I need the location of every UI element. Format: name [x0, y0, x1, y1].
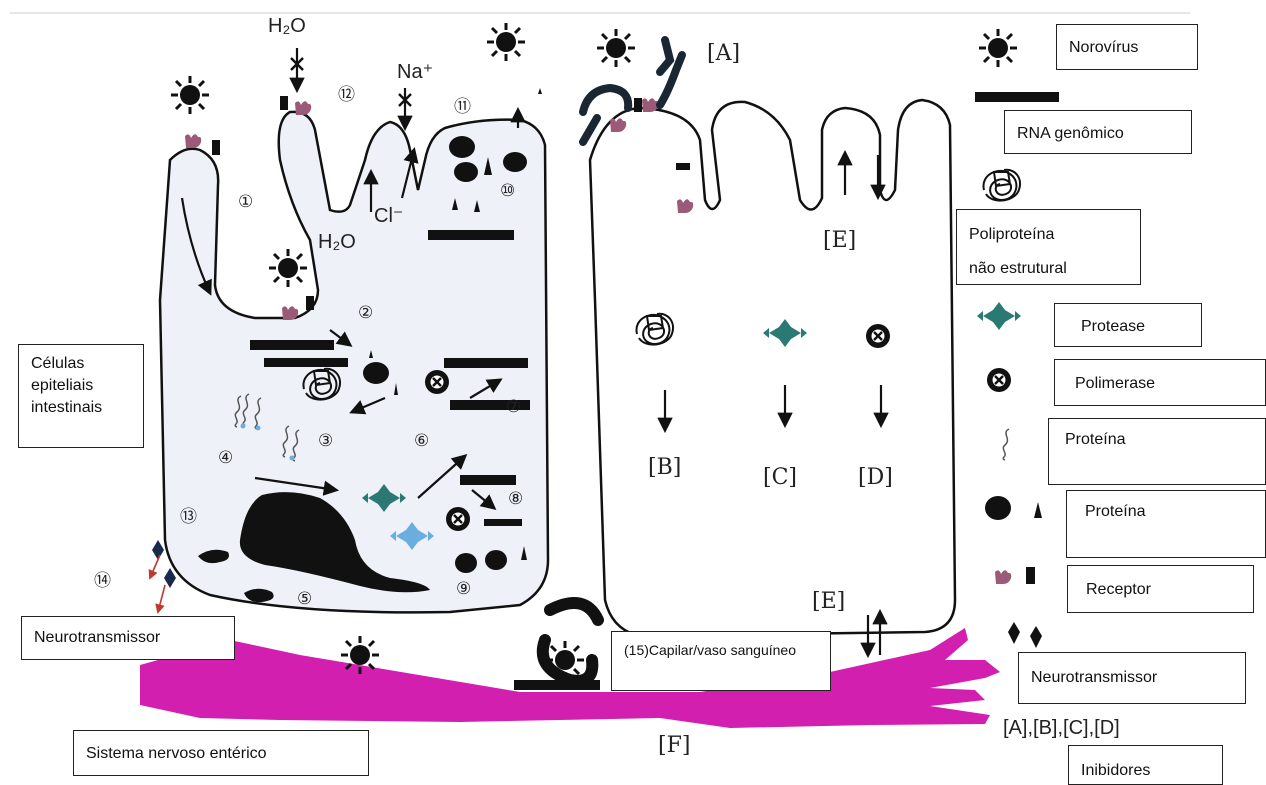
neurotransmitter-icon: [164, 568, 176, 588]
step-10: ⑩: [500, 181, 515, 201]
legend-neurotransmitter: Neurotransmissor: [1018, 652, 1246, 704]
legend-protein-b: Proteína: [1066, 490, 1266, 558]
sodium-label: Na⁺: [397, 61, 433, 83]
label-f: [F]: [658, 733, 690, 758]
label-e-top: [E]: [823, 228, 856, 253]
polyprotein-icon: [983, 170, 1020, 201]
norovirus-icon: [487, 23, 525, 61]
legend-polyprotein: Poliproteína não estrutural: [956, 209, 1141, 285]
step-14: ⑭: [94, 571, 111, 591]
neurotransmitter-icon: [1030, 626, 1042, 648]
legend-protein-a: Proteína: [1048, 418, 1266, 485]
step-13: ⑬: [180, 507, 197, 527]
capillary-box: (15)Capilar/vaso sanguíneo: [611, 631, 831, 691]
neurotransmitter-left-box: Neurotransmissor: [21, 616, 235, 660]
step-8: ⑧: [508, 489, 523, 509]
polymerase-icon: [866, 324, 890, 348]
norovirus-icon: [597, 29, 635, 67]
label-a: [A]: [707, 41, 740, 66]
receptor-bar: [1026, 567, 1035, 584]
protease-icon: [977, 302, 1021, 330]
receptor-icon: [295, 101, 311, 115]
receptor-bar: [306, 296, 314, 310]
chloride-label: Cl⁻: [374, 205, 403, 227]
receptor-bar: [634, 98, 642, 112]
polymerase-icon: [425, 370, 449, 394]
water-label-top: H₂O: [268, 15, 306, 37]
step-3: ③: [318, 431, 333, 451]
legend-inhibitors: Inibidores: [1068, 745, 1223, 785]
receptor-icon: [995, 570, 1011, 584]
polymerase-icon: [987, 368, 1011, 392]
step-5: ⑤: [297, 589, 312, 609]
norovirus-icon: [171, 76, 209, 114]
capillary-vessel: [543, 603, 598, 681]
inhibitor-list: [A],[B],[C],[D]: [1003, 717, 1120, 739]
step-7: ⑦: [506, 397, 521, 417]
capillary-bar: [514, 680, 600, 690]
step-12: ⑫: [338, 85, 355, 105]
legend-receptor: Receptor: [1067, 565, 1254, 613]
cells-box: Células epiteliais intestinais: [18, 344, 144, 448]
water-label-mid: H₂O: [318, 231, 356, 253]
step-4: ④: [218, 448, 233, 468]
receptor-bar: [676, 163, 690, 170]
label-d: [D]: [858, 465, 893, 490]
step-9: ⑨: [456, 579, 471, 599]
receptor-bar: [280, 96, 288, 110]
legend-rna: RNA genômico: [1004, 110, 1192, 154]
norovirus-icon: [341, 636, 379, 674]
legend-polyprotein-line2: não estrutural: [969, 258, 1128, 280]
norovirus-icon: [979, 29, 1017, 67]
step-2: ②: [358, 303, 373, 323]
polymerase-icon: [446, 507, 470, 531]
label-b: [B]: [648, 455, 681, 480]
receptor-bar: [212, 140, 220, 155]
step-11: ⑪: [454, 97, 471, 117]
legend-norovirus: Norovírus: [1056, 24, 1198, 70]
neurotransmitter-icon: [1008, 622, 1020, 644]
norovirus-icon: [269, 249, 307, 287]
legend-polymerase: Polimerase: [1054, 359, 1266, 406]
legend-polyprotein-line1: Poliproteína: [969, 224, 1128, 246]
label-c: [C]: [763, 465, 797, 490]
antibody-shape: [660, 40, 682, 105]
neurotransmitter-arrows: [150, 555, 165, 612]
enteric-nervous-system-box: Sistema nervoso entérico: [73, 730, 369, 776]
neurotransmitter-icon: [152, 540, 164, 560]
step-6: ⑥: [414, 431, 429, 451]
legend-protease: Protease: [1054, 303, 1202, 347]
label-e-bottom: [E]: [812, 589, 845, 614]
step-1: ①: [238, 192, 253, 212]
epithelial-cell-right: [590, 100, 955, 636]
receptor-icon: [185, 134, 201, 148]
